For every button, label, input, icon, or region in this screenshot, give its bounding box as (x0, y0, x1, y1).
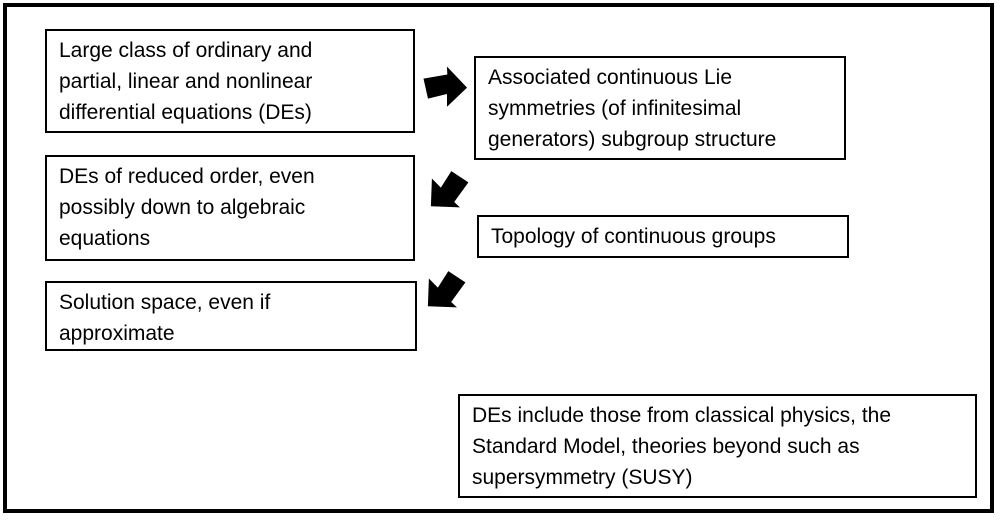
box-solution-space: Solution space, even if approximate (45, 281, 417, 351)
box-large-class-of-des: Large class of ordinary and partial, lin… (45, 29, 415, 133)
block-arrow-down-left-icon (430, 171, 469, 208)
block-arrow-right-icon (423, 66, 468, 107)
box-topology-of-groups: Topology of continuous groups (477, 215, 849, 258)
outer-border (3, 3, 994, 513)
box-reduced-order-des: DEs of reduced order, even possibly down… (45, 155, 415, 261)
box-lie-symmetries: Associated continuous Lie symmetries (of… (474, 56, 846, 160)
block-arrow-down-left-icon (427, 271, 466, 308)
box-des-scope-note: DEs include those from classical physics… (458, 394, 977, 498)
